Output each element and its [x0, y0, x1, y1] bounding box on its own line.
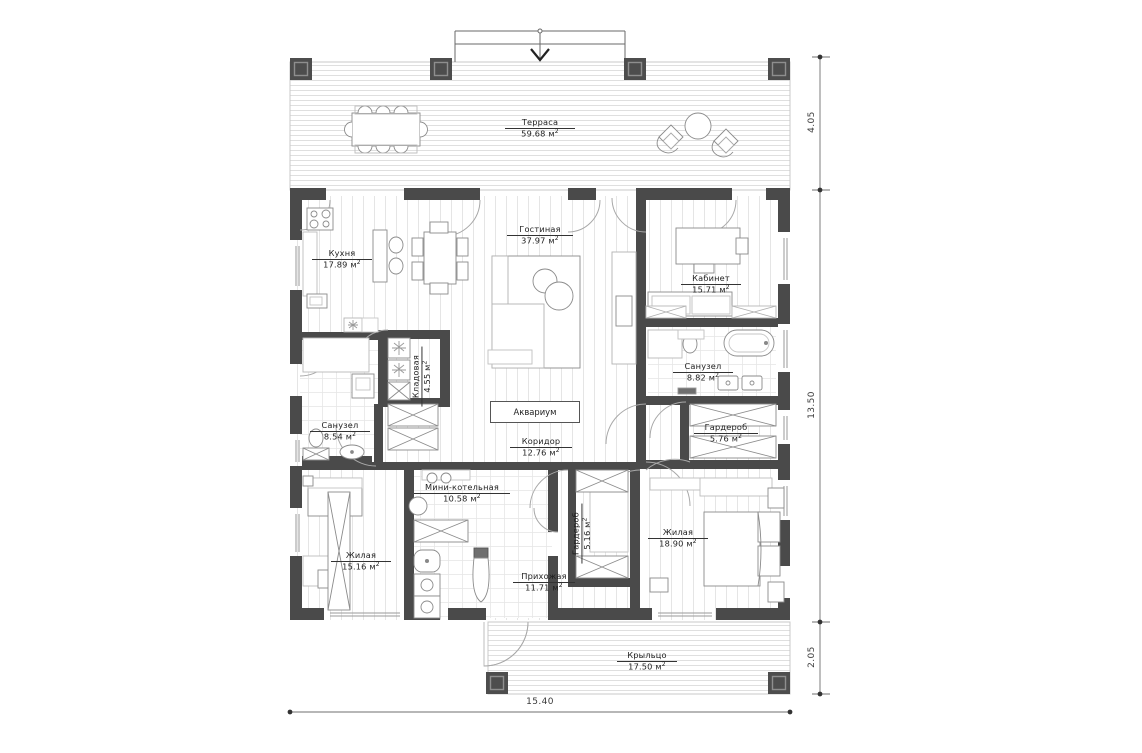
windows	[295, 238, 788, 617]
dimension-terrace-depth: 4.05	[807, 111, 817, 133]
terrace-area	[289, 28, 791, 191]
aquarium-label: Аквариум	[490, 401, 580, 423]
aquarium-text: Аквариум	[513, 407, 557, 417]
dimension-porch-depth: 2.05	[807, 646, 817, 668]
dimension-house-depth: 13.50	[807, 391, 817, 419]
dimension-lines	[287, 54, 830, 715]
furniture	[302, 207, 785, 619]
porch-area	[483, 621, 791, 695]
terrace-lounge-set	[656, 112, 739, 158]
interior-walls	[302, 196, 778, 620]
section-cut-arrow-down	[454, 28, 626, 62]
terrace-dining-set	[344, 105, 428, 154]
dimension-house-width: 15.40	[526, 697, 554, 707]
